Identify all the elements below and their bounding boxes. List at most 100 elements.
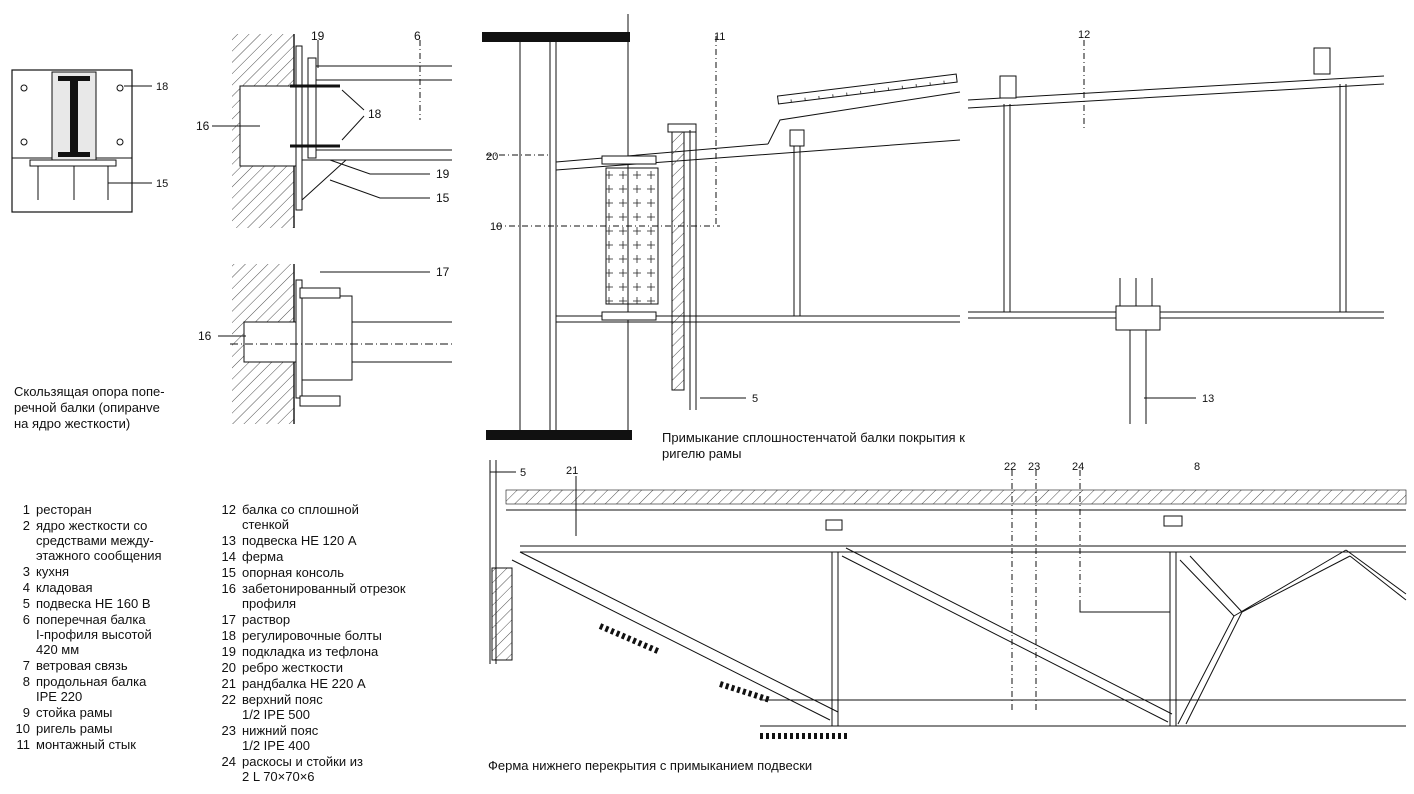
- legend-text: нижний пояс 1/2 IPE 400: [242, 723, 319, 753]
- legend-item: 16 забетонированный отрезок профиля: [216, 581, 466, 611]
- callout-15: 15: [156, 178, 168, 190]
- callout-8: 8: [1194, 461, 1200, 473]
- legend-text: ресторан: [36, 502, 92, 517]
- callout-18: 18: [156, 81, 168, 93]
- legend-text: раствор: [242, 612, 291, 627]
- legend-text: ветровая связь: [36, 658, 128, 673]
- legend-number: 9: [22, 705, 30, 720]
- legend-number: 13: [221, 533, 236, 548]
- legend-text: ферма: [242, 549, 284, 564]
- legend-number: 14: [221, 549, 236, 564]
- legend-item: 4 кладовая: [10, 580, 210, 595]
- legend-number: 23: [221, 723, 236, 738]
- callout-15-section: 15: [436, 191, 450, 205]
- legend-text: ригель рамы: [36, 721, 113, 736]
- legend-text: подвеска НЕ 160 В: [36, 596, 151, 611]
- callout-24: 24: [1072, 461, 1084, 473]
- legend-number: 15: [221, 565, 236, 580]
- legend-item: 22 верхний пояс 1/2 IPE 500: [216, 692, 466, 722]
- legend-item: 6 поперечная балка I-профиля высотой 420 …: [10, 612, 210, 657]
- legend-number: 3: [22, 564, 30, 579]
- legend-item: 11 монтажный стык: [10, 737, 210, 752]
- legend-item: 13 подвеска НЕ 120 А: [216, 533, 466, 548]
- callout-17: 17: [436, 265, 450, 279]
- legend-item: 15 опорная консоль: [216, 565, 466, 580]
- legend-item: 12 балка со сплошной стенкой: [216, 502, 466, 532]
- support-end-view: [11, 69, 152, 213]
- legend-number: 24: [221, 754, 236, 769]
- callout-5-junction: 5: [752, 393, 758, 405]
- legend-number: 11: [16, 737, 31, 752]
- callout-19-top: 19: [311, 29, 325, 43]
- callout-19-bottom: 19: [436, 167, 450, 181]
- legend-item: 2 ядро жесткости со средствами между- эта…: [10, 518, 210, 563]
- legend-item: 17 раствор: [216, 612, 466, 627]
- support-plan-view: [218, 264, 452, 424]
- legend-number: 12: [221, 502, 236, 517]
- legend-text: стойка рамы: [36, 705, 113, 720]
- legend-number: 10: [15, 721, 30, 736]
- caption-beam-junction: Примыкание сплошностенчатой балки покрыт…: [662, 430, 965, 461]
- legend-item: 9 стойка рамы: [10, 705, 210, 720]
- legend-text: верхний пояс 1/2 IPE 500: [242, 692, 323, 722]
- legend-text: ядро жесткости со средствами между- этаж…: [36, 518, 162, 563]
- legend-number: 2: [22, 518, 30, 533]
- callout-16-plan: 16: [198, 329, 212, 343]
- callout-16-top: 16: [196, 119, 210, 133]
- legend-number: 5: [22, 596, 30, 611]
- truss-detail: [489, 460, 1407, 739]
- caption-sliding-support: Скользящая опора попе- речной балки (опи…: [14, 384, 165, 431]
- legend-number: 8: [22, 674, 30, 689]
- legend-text: продольная балка IPE 220: [36, 674, 147, 704]
- callout-13: 13: [1202, 393, 1214, 405]
- legend-item: 10 ригель рамы: [10, 721, 210, 736]
- legend-number: 18: [221, 628, 236, 643]
- legend-item: 7 ветровая связь: [10, 658, 210, 673]
- legend-text: ребро жесткости: [242, 660, 343, 675]
- legend-item: 5 подвеска НЕ 160 В: [10, 596, 210, 611]
- legend-item: 14 ферма: [216, 549, 466, 564]
- callout-18-section: 18: [368, 107, 382, 121]
- legend-text: подвеска НЕ 120 А: [242, 533, 357, 548]
- legend-text: кладовая: [36, 580, 93, 595]
- legend-item: 24 раскосы и стойки из 2 L 70×70×6: [216, 754, 466, 784]
- legend-number: 4: [22, 580, 30, 595]
- legend-text: опорная консоль: [242, 565, 344, 580]
- support-section-view: [212, 34, 452, 228]
- callout-23: 23: [1028, 461, 1040, 473]
- legend-text: монтажный стык: [36, 737, 136, 752]
- callout-5-truss: 5: [520, 467, 526, 479]
- legend-number: 19: [221, 644, 236, 659]
- legend-text: регулировочные болты: [242, 628, 382, 643]
- legend-item: 1 ресторан: [10, 502, 210, 517]
- beam-junction-detail: [482, 14, 1385, 440]
- legend-text: балка со сплошной стенкой: [242, 502, 359, 532]
- callout-20: 20: [486, 151, 498, 163]
- legend-number: 16: [221, 581, 236, 596]
- caption-truss: Ферма нижнего перекрытия с примыканием п…: [488, 758, 813, 773]
- legend-text: раскосы и стойки из 2 L 70×70×6: [242, 754, 363, 784]
- legend-item: 18 регулировочные болты: [216, 628, 466, 643]
- callout-21: 21: [566, 465, 578, 477]
- callout-11: 11: [714, 31, 725, 43]
- legend-text: забетонированный отрезок профиля: [242, 581, 406, 611]
- legend-number: 7: [22, 658, 30, 673]
- legend-text: рандбалка НЕ 220 А: [242, 676, 366, 691]
- callout-12: 12: [1078, 29, 1090, 41]
- callout-22: 22: [1004, 461, 1016, 473]
- legend-text: поперечная балка I-профиля высотой 420 м…: [36, 612, 152, 657]
- legend-item: 23 нижний пояс 1/2 IPE 400: [216, 723, 466, 753]
- legend-number: 22: [221, 692, 236, 707]
- legend-number: 17: [221, 612, 236, 627]
- legend-column-2: 12 балка со сплошной стенкой 13 подвеска НЕ…: [216, 502, 466, 785]
- callout-6: 6: [414, 29, 421, 43]
- legend-column-1: 1 ресторан 2 ядро жесткости со средствами м…: [10, 502, 210, 753]
- legend-number: 1: [22, 502, 30, 517]
- legend-number: 6: [22, 612, 30, 627]
- callout-10: 10: [490, 221, 502, 233]
- legend-number: 20: [221, 660, 236, 675]
